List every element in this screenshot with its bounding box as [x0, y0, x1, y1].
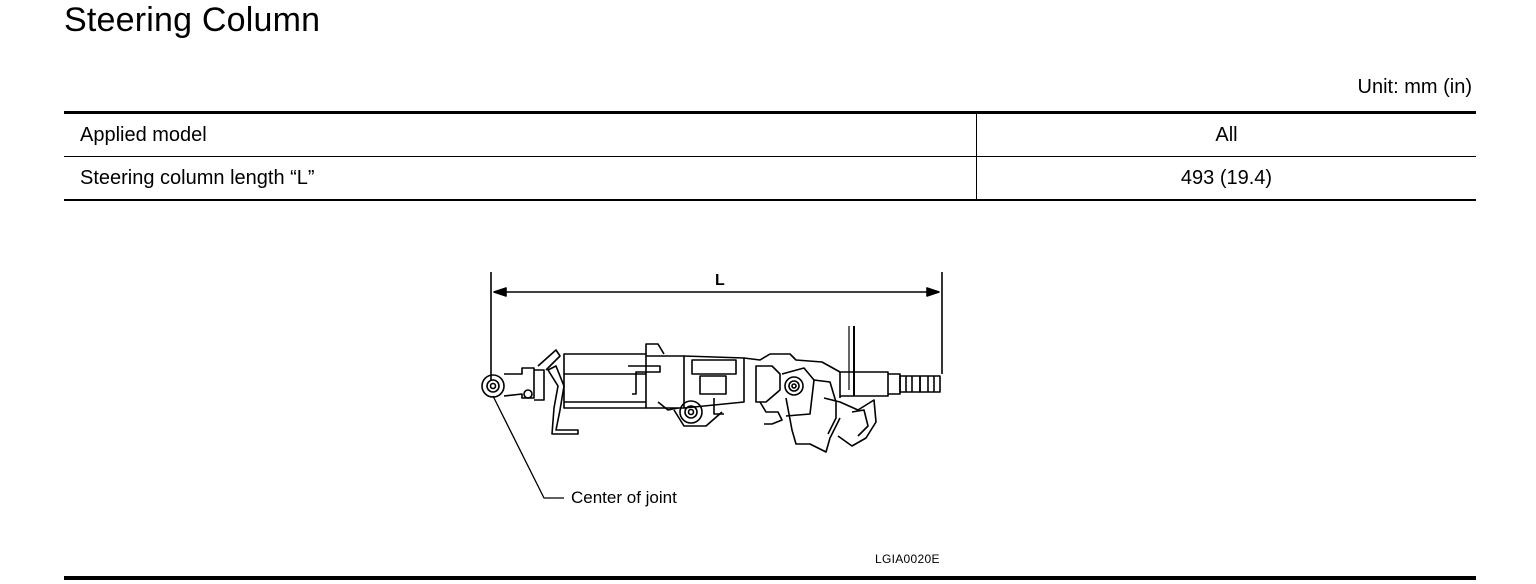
unit-note: Unit: mm (in) [1357, 76, 1472, 98]
page-title: Steering Column [64, 1, 321, 39]
row-label-applied-model: Applied model [64, 111, 977, 157]
joint-outer-ring [481, 374, 505, 398]
arrow-left-icon [493, 287, 507, 297]
arrow-right-icon [926, 287, 940, 297]
callout-leader-line [492, 395, 564, 499]
bottom-rule [64, 576, 1476, 580]
table-row: Steering column length “L” 493 (19.4) [64, 156, 1476, 201]
figure-code: LGIA0020E [875, 552, 940, 566]
steering-column-drawing [481, 272, 943, 499]
steering-column-figure: L Center of joint LGIA0020E [460, 262, 980, 572]
callout-label: Center of joint [571, 488, 677, 507]
row-value-applied-model: All [976, 111, 1476, 157]
dimension-label: L [715, 272, 725, 289]
row-value-column-length: 493 (19.4) [976, 156, 1476, 201]
spec-table: Applied model All Steering column length… [64, 111, 1476, 201]
table-row: Applied model All [64, 111, 1476, 157]
row-label-column-length: Steering column length “L” [64, 156, 977, 201]
